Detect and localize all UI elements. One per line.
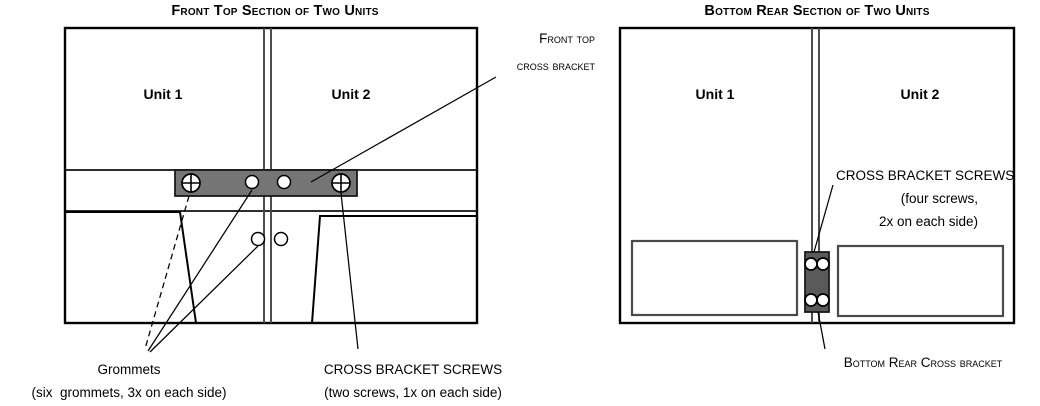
leader-grommets-bracket-hole (147, 189, 253, 352)
panel-front-top: Front Top Section of Two Units Unit 1 Un… (63, 3, 497, 353)
bottom-rear-unit-1-label: Unit 1 (696, 86, 735, 102)
callout-bottom-rear-cross-bracket-line1: Bottom Rear Cross bracket (844, 355, 1003, 370)
grommet-hole-lower-right (273, 231, 289, 247)
callout-front-cross-bracket-screws-line1: CROSS BRACKET SCREWS (324, 362, 502, 377)
bottom-rear-screw-top-left (804, 257, 818, 271)
callout-grommets-line2: (six grommets, 3x on each side) (31, 385, 226, 400)
bottom-rear-left-component (630, 239, 799, 317)
panel-title-front-top: Front Top Section of Two Units (171, 3, 378, 19)
front-top-bracket-screw-left (181, 173, 201, 193)
callout-front-cross-bracket-screws: CROSS BRACKET SCREWS (two screws, 1x on … (324, 362, 502, 400)
leader-grommets-lower-hole (149, 245, 259, 353)
front-top-bracket-screw-right (331, 173, 351, 193)
panel-bottom-rear: Bottom Rear Section of Two Units Unit 1 … (618, 3, 1016, 350)
callout-rear-cross-bracket-screws: CROSS BRACKET SCREWS (four screws, 2x on… (836, 168, 1014, 229)
grommet-hole-bracket-left (244, 174, 260, 190)
bottom-rear-screw-bottom-right (816, 293, 830, 307)
bottom-rear-unit-2-label: Unit 2 (901, 86, 940, 102)
grommet-hole-lower-left (250, 231, 266, 247)
callout-front-cross-bracket-screws-line2: (two screws, 1x on each side) (324, 385, 502, 400)
front-top-right-trapezoid (311, 215, 477, 324)
callout-rear-cross-bracket-screws-line2: (four screws, (901, 191, 978, 206)
leader-grommets-dashed (144, 195, 190, 350)
callout-bottom-rear-cross-bracket: Bottom Rear Cross bracket (844, 355, 1003, 370)
front-top-cross-bracket-plate (174, 169, 358, 197)
leader-rear-cross-bracket-screws (813, 184, 834, 253)
front-top-unit-2-label: Unit 2 (332, 86, 371, 102)
bottom-rear-screw-top-right (816, 257, 830, 271)
callout-grommets: Grommets (six grommets, 3x on each side) (31, 362, 226, 400)
callout-rear-cross-bracket-screws-line1: CROSS BRACKET SCREWS (836, 168, 1014, 183)
bottom-rear-screw-bottom-left (804, 293, 818, 307)
bottom-rear-enclosure-outline (618, 26, 1016, 325)
leader-front-cross-bracket-screws (340, 192, 359, 350)
bottom-rear-right-component (836, 244, 1005, 318)
callout-rear-cross-bracket-screws-line3: 2x on each side) (879, 214, 978, 229)
leader-bottom-rear-cross-bracket (817, 311, 826, 350)
leader-front-top-cross-bracket (310, 76, 497, 183)
callout-front-top-cross-bracket-line1: Front top (539, 31, 595, 46)
front-top-unit-1-label: Unit 1 (144, 86, 183, 102)
grommet-hole-bracket-right (276, 174, 292, 190)
callout-front-top-cross-bracket: Front top cross bracket (517, 31, 596, 73)
callout-front-top-cross-bracket-line2: cross bracket (517, 58, 596, 73)
panel-title-bottom-rear: Bottom Rear Section of Two Units (704, 3, 929, 19)
callout-grommets-line1: Grommets (97, 362, 160, 377)
